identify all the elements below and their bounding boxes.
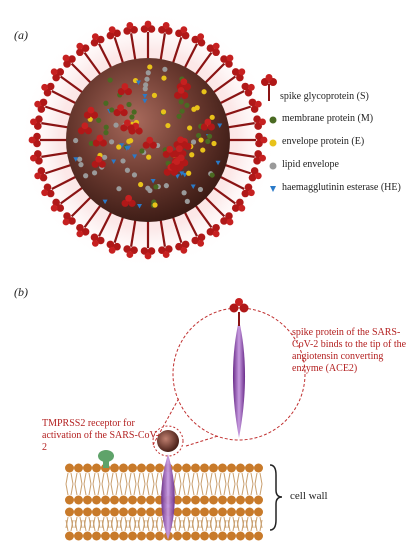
virus-spikes [28,20,268,260]
spike-zoomed [229,298,249,326]
legend-icon-envelope [269,139,277,147]
cell-wall-bracket [269,464,283,531]
legend-label-membrane: membrane protein (M) [282,113,374,124]
panel-b-letter: (b) [14,285,28,299]
tmprss2-receptor [98,450,114,468]
legend-label-he: haemagglutinin esterase (HE) [282,182,401,193]
legend-label-spike: spike glycoprotein (S) [280,91,369,102]
legend-label-lipid: lipid envelope [282,159,339,170]
ace2-note: spike protein of the SARS-CoV-2 binds to… [292,327,407,374]
tmprss2-note: TMPRSS2 receptor for activation of the S… [42,418,160,453]
panel-a-letter: (a) [14,28,28,42]
legend-icon-spike [261,74,277,101]
zoom-circle [172,307,306,441]
cell-wall-label: cell wall [290,490,328,502]
legend-icon-membrane [269,116,277,124]
ace2-receptor [161,454,175,540]
virus-diagram [20,12,276,268]
zoom-line-left [152,397,180,446]
virus-particles [73,64,223,209]
ace2-zoomed [232,320,246,438]
zoom-line-right [185,435,219,447]
legend-icon-he [270,186,276,192]
virus-mini [152,425,184,457]
cell-membrane [65,463,263,541]
legend-icon-lipid [269,162,277,170]
legend-label-envelope: envelope protein (E) [282,136,365,147]
